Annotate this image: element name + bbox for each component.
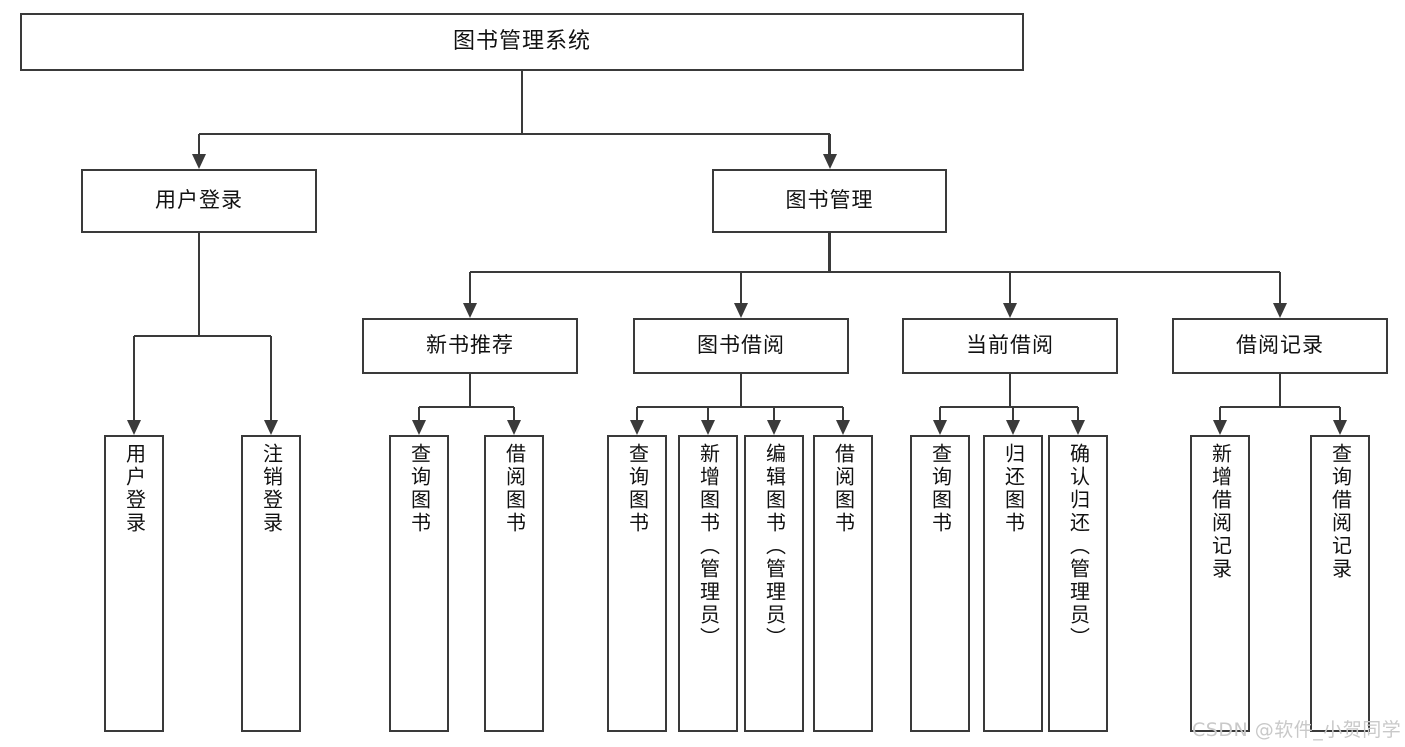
connector-book-borrow-leaf-1 [706, 407, 710, 420]
arrowhead-book-borrow-leaf-3 [836, 420, 850, 435]
node-current-borrowing[interactable]: 当前借阅 [902, 318, 1118, 374]
connector-current-borrow-leaf-2 [1076, 407, 1080, 420]
connector-level3-bus [470, 270, 1280, 274]
arrowhead-user-login-leaf-0 [127, 420, 141, 435]
connector-new-book-rec-bus [419, 405, 514, 409]
leaf-label: 归还图书 [1001, 443, 1026, 535]
leaf-label: 注销登录 [259, 443, 284, 535]
connector-new-book-rec-stem [468, 374, 472, 407]
connector-book-borrow-leaf-0 [635, 407, 639, 420]
node-leaf-confirm-return-admin[interactable]: 确认归还（管理员） [1048, 435, 1108, 732]
arrowhead-current-borrow-leaf-0 [933, 420, 947, 435]
connector-user-login-bus [134, 334, 271, 338]
arrowhead-level3-0 [463, 303, 477, 318]
connector-current-borrow-bus [940, 405, 1078, 409]
connector-level2-bus [199, 132, 830, 136]
connector-level2-drop-book-manage [828, 134, 831, 154]
leaf-label: 编辑图书（管理员） [762, 443, 787, 650]
node-leaf-query-book-current[interactable]: 查询图书 [910, 435, 970, 732]
arrowhead-current-borrow-leaf-1 [1006, 420, 1020, 435]
csdn-watermark: CSDN @软件_小贺同学 [1192, 719, 1402, 741]
connector-current-borrow-leaf-0 [938, 407, 942, 420]
connector-book-borrow-leaf-2 [772, 407, 776, 420]
arrowhead-current-borrow-leaf-2 [1071, 420, 1085, 435]
arrowhead-book-borrow-leaf-0 [630, 420, 644, 435]
connector-user-login-leaf-1 [269, 336, 273, 420]
node-leaf-add-book-admin[interactable]: 新增图书（管理员） [678, 435, 738, 732]
node-leaf-user-login[interactable]: 用户登录 [104, 435, 164, 732]
leaf-label: 借阅图书 [502, 443, 527, 535]
connector-current-borrow-stem [1008, 374, 1012, 407]
node-root-book-management-system[interactable]: 图书管理系统 [20, 13, 1024, 71]
connector-level3-1 [739, 272, 743, 303]
connector-borrow-record-leaf-0 [1218, 407, 1222, 420]
node-book-borrowing[interactable]: 图书借阅 [633, 318, 849, 374]
connector-borrow-record-leaf-1 [1338, 407, 1342, 420]
node-new-book-recommendation[interactable]: 新书推荐 [362, 318, 578, 374]
connector-level2-drop-user-login [197, 134, 201, 154]
node-user-login[interactable]: 用户登录 [81, 169, 317, 233]
connector-book-borrow-stem [739, 374, 743, 407]
arrowhead-borrow-record-leaf-1 [1333, 420, 1347, 435]
leaf-label: 确认归还（管理员） [1066, 443, 1091, 650]
node-book-management[interactable]: 图书管理 [712, 169, 947, 233]
node-borrowing-record[interactable]: 借阅记录 [1172, 318, 1388, 374]
node-leaf-query-book-borrow[interactable]: 查询图书 [607, 435, 667, 732]
leaf-label: 新增借阅记录 [1208, 443, 1233, 581]
connector-new-book-rec-leaf-1 [512, 407, 516, 420]
connector-borrow-record-stem [1278, 374, 1282, 407]
leaf-label: 新增图书（管理员） [696, 443, 721, 650]
arrowhead-new-book-rec-leaf-0 [412, 420, 426, 435]
connector-current-borrow-leaf-1 [1011, 407, 1015, 420]
leaf-label: 查询图书 [625, 443, 650, 535]
leaf-label: 用户登录 [122, 443, 147, 535]
connector-book-borrow-leaf-3 [841, 407, 845, 420]
node-leaf-query-borrow-record[interactable]: 查询借阅记录 [1310, 435, 1370, 732]
connector-level3-3 [1278, 272, 1282, 303]
connector-borrow-record-bus [1220, 405, 1340, 409]
arrowhead-user-login-leaf-1 [264, 420, 278, 435]
node-leaf-return-book[interactable]: 归还图书 [983, 435, 1043, 732]
connector-level3-0 [468, 272, 472, 303]
node-leaf-edit-book-admin[interactable]: 编辑图书（管理员） [744, 435, 804, 732]
node-leaf-borrow-book-rec[interactable]: 借阅图书 [484, 435, 544, 732]
leaf-label: 查询图书 [407, 443, 432, 535]
connector-book-borrow-bus [637, 405, 843, 409]
arrowhead-user-login [192, 154, 206, 169]
connector-user-login-leaf-0 [132, 336, 136, 420]
arrowhead-level3-2 [1003, 303, 1017, 318]
arrowhead-book-borrow-leaf-1 [701, 420, 715, 435]
leaf-label: 查询借阅记录 [1328, 443, 1353, 581]
arrowhead-new-book-rec-leaf-1 [507, 420, 521, 435]
connector-level3-2 [1008, 272, 1012, 303]
node-leaf-add-borrow-record[interactable]: 新增借阅记录 [1190, 435, 1250, 732]
arrowhead-level3-1 [734, 303, 748, 318]
connector-book-management-stem [828, 233, 831, 272]
arrowhead-borrow-record-leaf-0 [1213, 420, 1227, 435]
node-leaf-query-book-rec[interactable]: 查询图书 [389, 435, 449, 732]
leaf-label: 查询图书 [928, 443, 953, 535]
leaf-label: 借阅图书 [831, 443, 856, 535]
node-leaf-user-logout[interactable]: 注销登录 [241, 435, 301, 732]
arrowhead-book-borrow-leaf-2 [767, 420, 781, 435]
connector-new-book-rec-leaf-0 [417, 407, 421, 420]
arrowhead-book-manage [822, 154, 837, 169]
node-leaf-borrow-book[interactable]: 借阅图书 [813, 435, 873, 732]
connector-root-stem [520, 71, 524, 134]
connector-user-login-stem [197, 233, 201, 336]
arrowhead-level3-3 [1273, 303, 1287, 318]
